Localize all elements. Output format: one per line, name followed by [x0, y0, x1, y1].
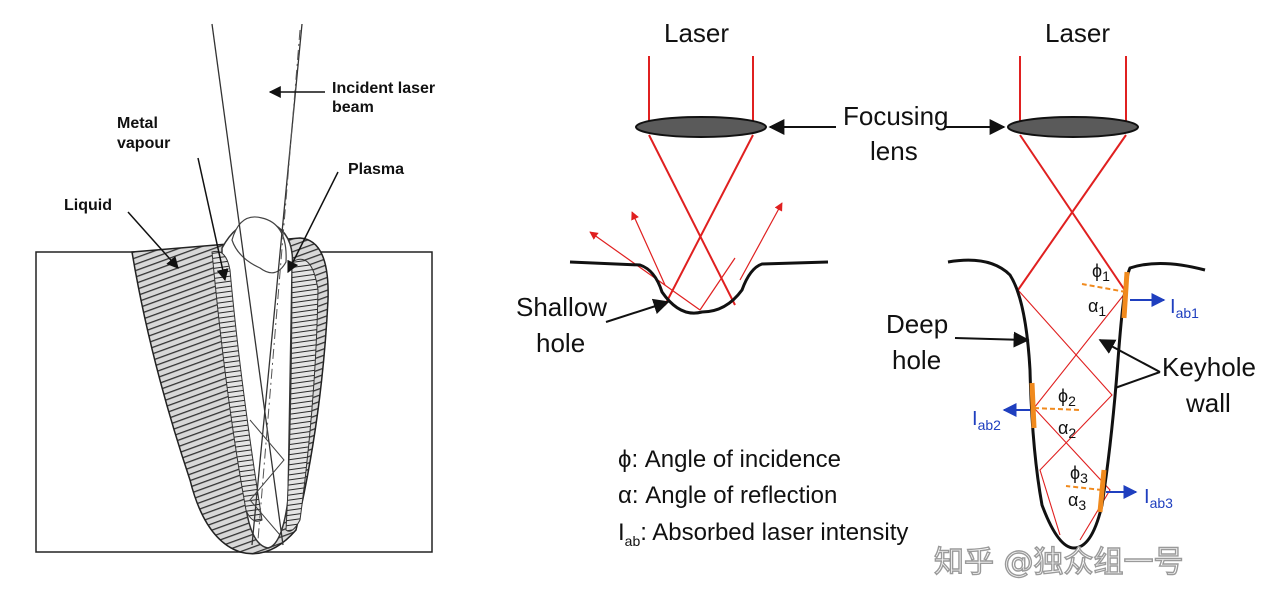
alpha-3-label: α3	[1068, 490, 1086, 513]
legend-alpha: α: Angle of reflection	[618, 482, 837, 509]
ray-right-panel-b	[1017, 134, 1127, 291]
alpha-1-label: α1	[1088, 296, 1106, 319]
metal-vapour-label: Metal vapour	[117, 115, 170, 152]
vapour-band-left	[211, 250, 263, 522]
phi-1-label: ϕ1	[1092, 261, 1110, 284]
plasma-label: Plasma	[348, 161, 404, 178]
metal-vapour-zone	[285, 258, 319, 532]
iab1-label: Iab1	[1170, 296, 1199, 321]
phi-3-label: ϕ3	[1070, 463, 1088, 486]
legend-iab: Iab: Absorbed laser intensity	[618, 519, 908, 549]
left-panel-keyhole-section: Incident laser beam Metal vapour Plasma …	[35, 23, 440, 555]
normal-1	[1081, 283, 1127, 293]
multiple-reflection-path	[249, 419, 285, 536]
arrow-plasma	[287, 171, 339, 274]
reflected-ray-right	[739, 202, 783, 281]
focusing-lens-label: Focusing lens	[843, 101, 956, 166]
laser-label-right: Laser	[1045, 18, 1110, 48]
incident-beam-left-edge	[211, 23, 284, 546]
liquid-label: Liquid	[64, 197, 112, 214]
arrow-keyhole-wall-2	[1114, 371, 1161, 389]
reflection-path-a	[1033, 291, 1127, 541]
shallow-hole-surface	[569, 260, 829, 315]
arrow-keyhole-wall-1	[1098, 339, 1161, 373]
iab2-label: Iab2	[972, 408, 1001, 433]
arrow-shallow-hole	[605, 298, 670, 323]
reflection-path-b	[1017, 289, 1113, 536]
deep-hole-label: Deep hole	[886, 309, 955, 375]
laser-label-middle: Laser	[664, 18, 729, 48]
ray-left-down	[648, 134, 736, 306]
incident-beam-label: Incident laser beam	[332, 80, 440, 116]
reflected-ray-left	[631, 211, 666, 286]
middle-panel-shallow-hole: Laser Focusing lens Shallow hole	[516, 18, 956, 358]
legend-phi: ϕ: Angle of incidence	[618, 446, 841, 473]
absorption-spot-3	[1097, 469, 1107, 513]
watermark: 知乎 @独众组一号	[934, 545, 1184, 580]
arrow-metal-vapour	[197, 157, 229, 282]
focusing-lens-right	[1007, 116, 1139, 138]
keyhole-wall-label: Keyhole wall	[1162, 352, 1263, 418]
iab3-label: Iab3	[1144, 486, 1173, 511]
beam-axis	[257, 29, 301, 541]
arrow-deep-hole	[954, 331, 1030, 348]
absorption-spot-2	[1029, 382, 1037, 429]
normal-3	[1065, 485, 1103, 491]
absorption-spot-1	[1121, 271, 1130, 319]
alpha-2-label: α2	[1058, 418, 1076, 441]
right-panel-deep-hole: Laser Deep hole Keyh	[886, 18, 1263, 550]
arrow-liquid	[127, 211, 179, 269]
phi-2-label: ϕ2	[1058, 386, 1076, 409]
focusing-lens-middle	[635, 116, 767, 138]
reflected-ray-inner-right	[699, 257, 736, 311]
ray-right-down	[664, 134, 754, 306]
legend: ϕ: Angle of incidence α: Angle of reflec…	[618, 446, 908, 549]
plasma-plume	[231, 216, 287, 274]
ray-right-panel-a	[1019, 134, 1127, 293]
reflected-ray-inner-left	[589, 231, 701, 311]
shallow-hole-label: Shallow hole	[516, 292, 614, 358]
